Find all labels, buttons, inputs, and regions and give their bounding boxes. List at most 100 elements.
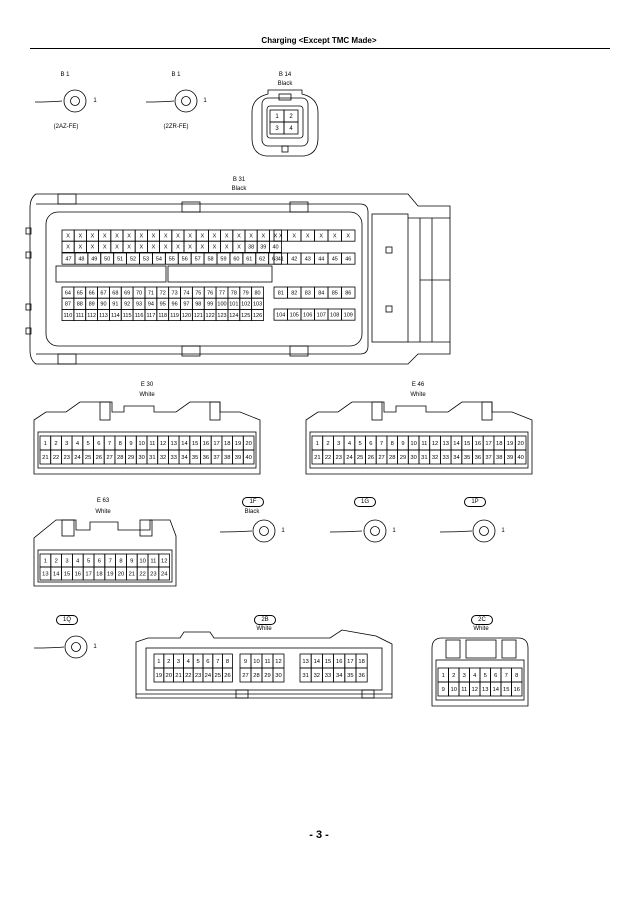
e63-pin-21-label: 21 bbox=[129, 572, 135, 578]
c2b-g3-pin-32-label: 32 bbox=[314, 673, 320, 679]
b31-pin-118-label: 118 bbox=[158, 313, 167, 319]
e46-pin-10-label: 10 bbox=[410, 441, 416, 447]
b31-pin-X-label: X bbox=[127, 234, 131, 240]
e30-pin-27-label: 27 bbox=[106, 455, 112, 461]
e46-pin-20-label: 20 bbox=[517, 441, 523, 447]
c2b-g1-pin-24-label: 24 bbox=[205, 673, 212, 679]
b31-pin-112-label: 112 bbox=[87, 313, 96, 319]
c1q-terminal bbox=[33, 635, 88, 659]
b31-pin-124-label: 124 bbox=[229, 313, 238, 319]
b31-pin-123-label: 123 bbox=[217, 313, 226, 319]
c2c-pin-2-label: 2 bbox=[452, 673, 455, 679]
b31-pin-X-label: X bbox=[225, 234, 229, 240]
e46-pin-12-label: 12 bbox=[432, 441, 438, 447]
c2b-g1-pin-8-label: 8 bbox=[226, 659, 229, 665]
b31-color: Black bbox=[231, 186, 247, 192]
b31-pin-61-label: 61 bbox=[246, 257, 252, 263]
page-title: Charging <Except TMC Made> bbox=[261, 36, 377, 45]
c2b-g1-pin-2-label: 2 bbox=[167, 659, 170, 665]
b31-pin-X-label: X bbox=[237, 245, 241, 251]
e46-pin-13-label: 13 bbox=[443, 441, 449, 447]
e63-pin-4-label: 4 bbox=[76, 559, 80, 565]
b31-pin-96-label: 96 bbox=[172, 302, 178, 308]
b31-code: B 31 bbox=[232, 177, 246, 183]
c2b-g1-pin-20-label: 20 bbox=[165, 673, 171, 679]
b31-pin-X-label: X bbox=[213, 245, 217, 251]
b14-pin-1-label: 1 bbox=[275, 114, 279, 120]
b1a-note: (2AZ-FE) bbox=[53, 124, 79, 130]
e63-pin-15-label: 15 bbox=[64, 572, 70, 578]
c2c-pin-14-label: 14 bbox=[493, 687, 500, 693]
c2c-housing bbox=[431, 637, 529, 707]
b31-pin-69-label: 69 bbox=[124, 291, 130, 297]
b31-side-pin-83-label: 83 bbox=[305, 291, 311, 297]
e63-pin-20-label: 20 bbox=[118, 572, 124, 578]
b31-pin-X-label: X bbox=[152, 234, 156, 240]
e30-pin-39-label: 39 bbox=[235, 455, 241, 461]
c2c-pin-6-label: 6 bbox=[494, 673, 497, 679]
b31-side-pin-104-label: 104 bbox=[276, 313, 285, 319]
e46-pin-21-label: 21 bbox=[314, 455, 320, 461]
b31-pin-101-label: 101 bbox=[229, 302, 238, 308]
b31-side-pin-109-cell bbox=[341, 308, 356, 321]
b31-pin-100-label: 100 bbox=[217, 302, 226, 308]
c1q-pin: 1 bbox=[93, 644, 97, 650]
b31-pin-87-label: 87 bbox=[65, 302, 71, 308]
e46-pin-30-label: 30 bbox=[410, 455, 416, 461]
e46-pin-39-label: 39 bbox=[507, 455, 513, 461]
e63-pin-22-label: 22 bbox=[139, 572, 145, 578]
e63-pin-3-label: 3 bbox=[65, 559, 68, 565]
c2c-pin-16-cell bbox=[511, 681, 523, 697]
c2c-pin-3-label: 3 bbox=[463, 673, 466, 679]
b31-pin-73-label: 73 bbox=[172, 291, 178, 297]
c1f-terminal bbox=[219, 519, 276, 543]
e30-pin-34-label: 34 bbox=[181, 455, 188, 461]
b31-pin-X-label: X bbox=[164, 245, 168, 251]
e63-housing bbox=[33, 519, 177, 587]
b14-pin-4-cell bbox=[283, 121, 299, 135]
c2b-g1-pin-21-label: 21 bbox=[175, 673, 181, 679]
b31-pin-58-label: 58 bbox=[207, 257, 213, 263]
e46-pin-16-label: 16 bbox=[475, 441, 481, 447]
e63-pin-7-label: 7 bbox=[109, 559, 112, 565]
e63-code: E 63 bbox=[96, 498, 110, 504]
c2b-g3-pin-15-label: 15 bbox=[325, 659, 331, 665]
c2c-pin-16-label: 16 bbox=[514, 687, 520, 693]
b31-pin-103-label: 103 bbox=[253, 302, 262, 308]
c2b-g1-pin-23-label: 23 bbox=[195, 673, 201, 679]
b31-pin-56-label: 56 bbox=[182, 257, 188, 263]
c2b-g2-pin-11-label: 11 bbox=[264, 659, 270, 665]
b31-pin-117-label: 117 bbox=[146, 313, 155, 319]
e63-pin-9-label: 9 bbox=[130, 559, 133, 565]
b31-pin-40-label: 40 bbox=[272, 245, 278, 251]
e46-code: E 46 bbox=[411, 382, 425, 388]
c1f-pin: 1 bbox=[281, 528, 285, 534]
b31-pin-X-label: X bbox=[249, 234, 253, 240]
b31-side-pin-X-label: X bbox=[292, 234, 296, 240]
b31-pin-51-label: 51 bbox=[117, 257, 123, 263]
b31-pin-50-label: 50 bbox=[104, 257, 110, 263]
c2b-g2-pin-30-cell bbox=[272, 667, 285, 683]
c1f-code: 1F bbox=[242, 497, 264, 507]
c2b-color: White bbox=[256, 626, 272, 632]
e63-pin-5-label: 5 bbox=[87, 559, 90, 565]
c1f-color: Black bbox=[244, 509, 260, 515]
b1b-code: B 1 bbox=[171, 72, 181, 78]
title-rule bbox=[30, 48, 610, 49]
e30-color: White bbox=[139, 392, 155, 398]
b31-pin-94-label: 94 bbox=[148, 302, 154, 308]
e30-pin-6-label: 6 bbox=[97, 441, 100, 447]
b31-side-pin-85-label: 85 bbox=[332, 291, 338, 297]
c2b-code: 2B bbox=[254, 615, 276, 625]
b31-pin-68-label: 68 bbox=[112, 291, 118, 297]
c2b-g3-pin-34-label: 34 bbox=[336, 673, 343, 679]
b31-pin-X-label: X bbox=[91, 234, 95, 240]
e46-pin-24-label: 24 bbox=[346, 455, 353, 461]
e63-pin-12-label: 12 bbox=[161, 559, 167, 565]
b31-pin-X-label: X bbox=[139, 245, 143, 251]
e63-pin-19-label: 19 bbox=[107, 572, 113, 578]
